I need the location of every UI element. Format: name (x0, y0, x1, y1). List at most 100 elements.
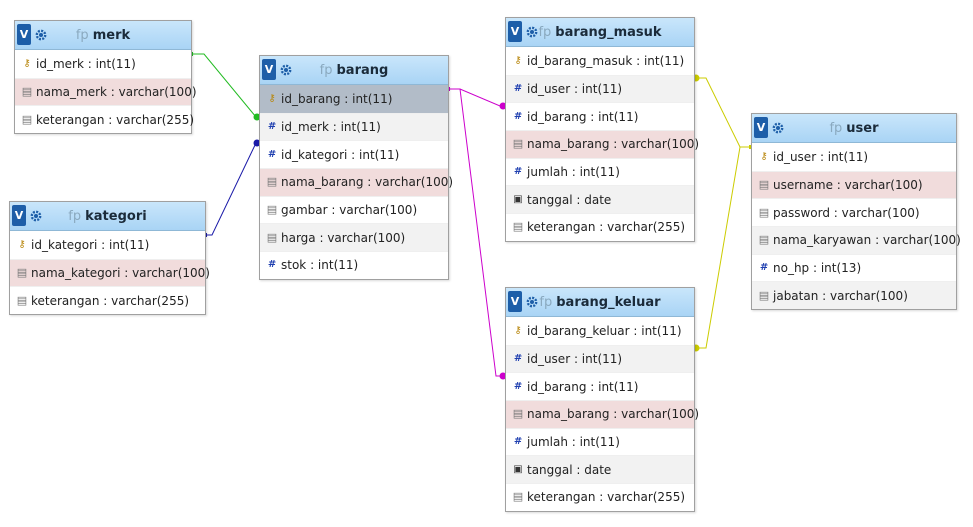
field-label: password : varchar(100) (773, 205, 920, 220)
field-row[interactable]: ▤keterangan : varchar(255) (506, 213, 694, 241)
field-row[interactable]: ⚷id_barang_masuk : int(11) (506, 47, 694, 75)
field-label: id_merk : int(11) (281, 120, 381, 135)
text-icon: ▤ (266, 230, 278, 244)
field-row[interactable]: ⚷id_barang_keluar : int(11) (506, 317, 694, 345)
field-row[interactable]: ▤keterangan : varchar(255) (15, 105, 194, 134)
field-label: id_barang : int(11) (281, 91, 393, 106)
field-row[interactable]: ▤harga : varchar(100) (260, 223, 448, 252)
field-row[interactable]: ▤username : varchar(100) (752, 170, 956, 199)
field-label: tanggal : date (527, 462, 612, 477)
field-row[interactable]: ▤nama_karyawan : varchar(100) (752, 226, 961, 254)
field-row[interactable]: ▤nama_kategori : varchar(100) (10, 258, 210, 287)
relation-barang-barang-masuk[interactable] (446, 87, 507, 110)
field-row[interactable]: ⚷ id_kategori : int(11) (10, 231, 205, 259)
field-label: id_kategori : int(11) (31, 237, 150, 252)
field-row[interactable]: ▤keterangan : varchar(255) (506, 483, 694, 511)
field-label: nama_barang : varchar(100) (281, 175, 454, 190)
number-icon: # (267, 121, 277, 133)
relation-barang-barang-keluar[interactable] (447, 88, 507, 380)
field-row[interactable]: ▤nama_barang : varchar(100) (506, 130, 699, 158)
number-icon: # (267, 148, 277, 160)
key-icon: ⚷ (18, 238, 26, 250)
field-row[interactable]: #id_user : int(11) (506, 74, 694, 103)
gear-icon[interactable] (524, 294, 540, 310)
gear-icon[interactable] (524, 24, 540, 40)
field-row[interactable]: #jumlah : int(11) (506, 157, 694, 186)
field-row[interactable]: ▣tanggal : date (506, 185, 694, 214)
field-row[interactable]: #id_kategori : int(11) (260, 140, 448, 169)
toggle-columns-button[interactable]: V (12, 205, 26, 226)
field-label: id_barang : int(11) (527, 379, 639, 394)
field-row[interactable]: ▣tanggal : date (506, 455, 694, 484)
key-icon: ⚷ (514, 324, 522, 336)
field-row[interactable]: #no_hp : int(13) (752, 253, 956, 282)
text-icon: ▤ (758, 233, 770, 247)
field-row[interactable]: #id_barang : int(11) (506, 102, 694, 131)
field-label: keterangan : varchar(255) (31, 293, 190, 308)
toggle-columns-button[interactable]: V (508, 21, 522, 42)
field-row[interactable]: ▤jabatan : varchar(100) (752, 281, 956, 310)
field-row[interactable]: ▤keterangan : varchar(255) (10, 286, 205, 315)
gear-icon[interactable] (770, 120, 786, 136)
field-label: id_barang_masuk : int(11) (527, 53, 685, 68)
field-row[interactable]: ▤nama_barang : varchar(100) (506, 400, 699, 428)
field-row[interactable]: #jumlah : int(11) (506, 427, 694, 456)
number-icon: # (267, 259, 277, 271)
date-icon: ▣ (513, 193, 523, 205)
field-row[interactable]: ⚷id_merk : int(11) (15, 50, 191, 78)
field-label: harga : varchar(100) (281, 230, 406, 245)
field-row[interactable]: ▤gambar : varchar(100) (260, 195, 448, 224)
field-label: id_user : int(11) (527, 82, 623, 97)
toggle-columns-button[interactable]: V (508, 291, 522, 312)
text-icon: ▤ (16, 266, 28, 280)
field-label: nama_merk : varchar(100) (36, 85, 197, 100)
field-row[interactable]: ▤nama_barang : varchar(100) (260, 168, 453, 196)
field-label: stok : int(11) (281, 258, 359, 273)
text-icon: ▤ (266, 175, 278, 189)
relation-user-barang-keluar[interactable] (692, 146, 752, 352)
field-row[interactable]: ⚷id_barang : int(11) (260, 85, 448, 113)
field-row[interactable]: # id_barang : int(11) (506, 372, 694, 401)
gear-icon[interactable] (278, 62, 294, 78)
number-icon: # (513, 166, 523, 178)
text-icon: ▤ (21, 85, 33, 99)
field-row[interactable]: # id_user : int(11) (506, 344, 694, 373)
field-row[interactable]: # stok : int(11) (260, 251, 448, 279)
toggle-columns-button[interactable]: V (754, 117, 768, 138)
field-row[interactable]: ▤nama_merk : varchar(100) (15, 77, 197, 106)
toggle-columns-button[interactable]: V (262, 59, 276, 80)
field-label: id_merk : int(11) (36, 56, 136, 71)
field-label: id_user : int(11) (527, 352, 623, 367)
relation-merk-barang[interactable] (189, 52, 261, 121)
gear-icon[interactable] (33, 27, 49, 43)
field-row[interactable]: # id_merk : int(11) (260, 112, 448, 141)
relation-user-barang-masuk[interactable] (692, 74, 754, 150)
gear-icon[interactable] (28, 208, 44, 224)
number-icon: # (513, 380, 523, 392)
number-icon: # (513, 353, 523, 365)
toggle-columns-button[interactable]: V (17, 24, 31, 45)
text-icon: ▤ (512, 220, 524, 234)
relation-kategori-barang[interactable] (203, 139, 261, 238)
field-row[interactable]: ⚷id_user : int(11) (752, 143, 956, 171)
field-row[interactable]: ▤password : varchar(100) (752, 198, 956, 227)
text-icon: ▤ (758, 178, 770, 192)
